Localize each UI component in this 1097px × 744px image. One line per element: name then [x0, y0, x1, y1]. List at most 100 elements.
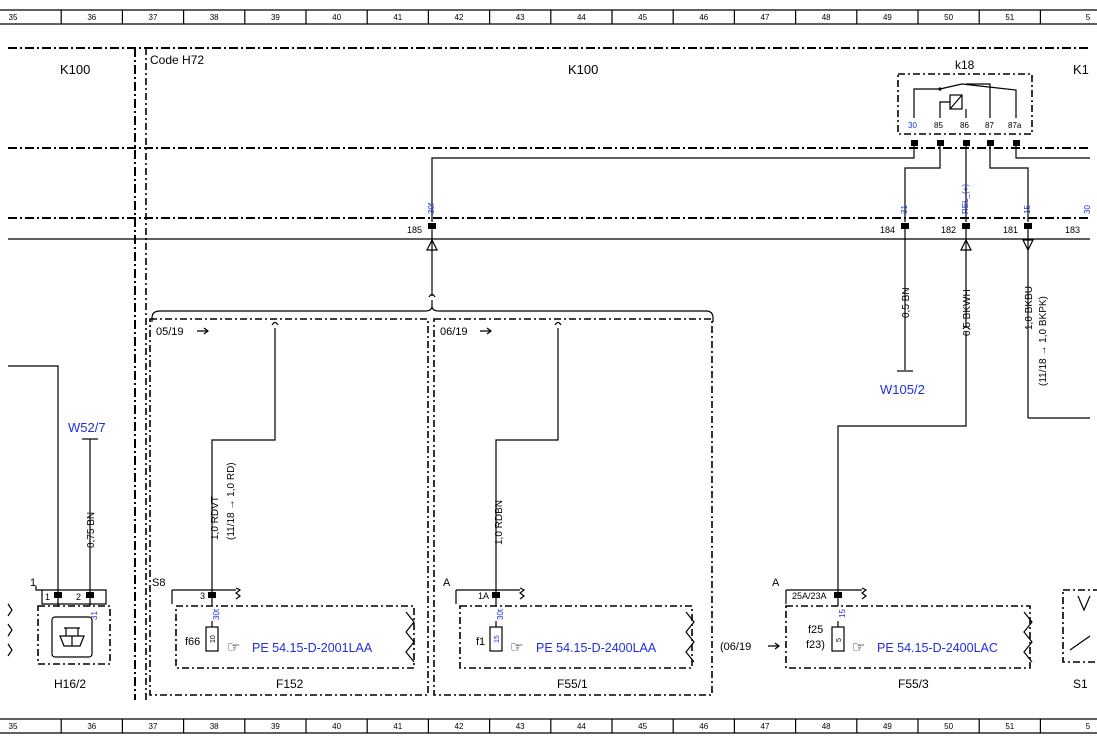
- column-number: 51: [1005, 13, 1014, 22]
- reference-hand-icon: ☞: [852, 639, 865, 656]
- relay-pin-87: 87: [985, 121, 994, 130]
- column-number: 41: [393, 13, 402, 22]
- variant-label-0619: 06/19: [440, 326, 468, 338]
- module-f551[interactable]: A 1A 30t 15 f1 ☞ PE 54.15-D-2400LAA F55/…: [443, 577, 695, 691]
- f553-reference-link[interactable]: PE 54.15-D-2400LAC: [877, 641, 998, 655]
- wire-181-bkbu: 1,0 BKBU (11/18 → 1,0 BKPK): [1022, 229, 1090, 419]
- module-f553[interactable]: (06/19 A 25A/23A 15 5 f25 f23) ☞ PE 54.1…: [720, 577, 1033, 691]
- column-number: 42: [455, 722, 464, 731]
- f551-name: F55/1: [557, 677, 588, 691]
- relay-pin-85: 85: [934, 121, 943, 130]
- relay-k18: k18 30 85 86 87 87a: [897, 58, 1033, 146]
- connector-terminals: 30f 31 REL_(+) 15 30 185 184 182 181 183: [407, 184, 1092, 235]
- relay-name: k18: [955, 58, 975, 72]
- column-number: 51: [1005, 722, 1014, 731]
- terminal-30f: 30f: [427, 202, 436, 214]
- terminal-rel: REL_(+): [961, 184, 970, 214]
- column-number: 46: [699, 13, 708, 22]
- f553-terminal: 15: [838, 609, 847, 618]
- column-number: 43: [516, 722, 525, 731]
- pin-181: 181: [1003, 225, 1018, 235]
- region-label-k100-left: K100: [60, 62, 90, 77]
- wire-label-bn-075: 0,75 BN: [86, 512, 97, 548]
- terminal-edge: 30: [1083, 205, 1092, 214]
- wire-h16-left: W52/7 0,75 BN: [7, 365, 106, 657]
- h16-terminal: 31: [90, 611, 99, 620]
- ground-w105[interactable]: W105/2: [880, 382, 925, 397]
- wire-label-bkpk-alt: (11/18 → 1,0 BKPK): [1038, 296, 1049, 386]
- f551-frame-label: A: [443, 577, 451, 589]
- region-label-k100-main: K100: [568, 62, 598, 77]
- f553-fuse-label-b: f23): [806, 639, 825, 651]
- column-number: 36: [87, 13, 96, 22]
- reference-hand-icon: ☞: [510, 639, 523, 656]
- column-number: 46: [699, 722, 708, 731]
- f551-terminal: 30t: [496, 608, 505, 620]
- column-number: 40: [332, 722, 341, 731]
- f553-frame-label: A: [772, 577, 780, 589]
- f152-fuse-label: f66: [185, 636, 200, 648]
- frame-0619: [433, 318, 713, 696]
- module-h16[interactable]: 1 1 2 31 H16/2: [30, 577, 111, 691]
- wire-label-bn-05: 0,5 BN: [901, 287, 912, 318]
- column-number: 37: [149, 13, 158, 22]
- column-number: 39: [271, 13, 280, 22]
- column-number: 40: [332, 13, 341, 22]
- f553-fuse-value: 5: [836, 638, 843, 642]
- column-number: 47: [761, 13, 770, 22]
- f551-pin: 1A: [478, 591, 489, 601]
- module-f152[interactable]: S8 3 30t 10 f66 ☞ PE 54.15-D-2001LAA F15…: [152, 577, 415, 691]
- region-label-k1-right: K1: [1073, 62, 1089, 77]
- column-number: 42: [455, 13, 464, 22]
- column-number: 44: [577, 13, 586, 22]
- pin-182: 182: [941, 225, 956, 235]
- variant-label-0619-f553: (06/19: [720, 641, 751, 653]
- column-number: 50: [944, 722, 953, 731]
- h16-frame-label: 1: [30, 577, 36, 589]
- column-number: 38: [210, 722, 219, 731]
- f551-fuse-label: f1: [476, 636, 485, 648]
- wire-f551-rdbn: 1,0 RDBN: [494, 321, 562, 592]
- f152-reference-link[interactable]: PE 54.15-D-2001LAA: [252, 641, 373, 655]
- column-number: 47: [761, 722, 770, 731]
- column-number: 37: [149, 722, 158, 731]
- f551-fuse-value: 15: [494, 635, 501, 643]
- pin-185: 185: [407, 225, 422, 235]
- f553-pin: 25A/23A: [792, 591, 827, 601]
- column-number: 41: [393, 722, 402, 731]
- f152-terminal: 30t: [212, 608, 221, 620]
- variant-label-0519: 05/19: [156, 326, 184, 338]
- ground-w52[interactable]: W52/7: [68, 420, 106, 435]
- wire-label-rdvt-10: 1,0 RDVT: [210, 496, 221, 540]
- wire-label-rdbn-10: 1,0 RDBN: [494, 500, 505, 545]
- f152-pin: 3: [200, 591, 205, 601]
- wire-label-bkbu-10: 1,0 BKBU: [1024, 286, 1035, 330]
- horn-icon: [51, 616, 93, 658]
- pin-184: 184: [880, 225, 895, 235]
- f553-name: F55/3: [898, 677, 929, 691]
- module-s1[interactable]: S1: [1062, 589, 1097, 691]
- f152-name: F152: [276, 677, 304, 691]
- column-number: 5: [1086, 722, 1091, 731]
- f553-fuse-label-a: f25: [808, 624, 823, 636]
- h16-name: H16/2: [54, 677, 86, 691]
- column-number: 44: [577, 722, 586, 731]
- column-number: 49: [883, 13, 892, 22]
- column-number: 45: [638, 13, 647, 22]
- column-number: 35: [9, 722, 18, 731]
- code-label: Code H72: [150, 53, 204, 67]
- column-number: 49: [883, 722, 892, 731]
- f152-fuse-value: 10: [210, 635, 217, 643]
- pin-183: 183: [1065, 225, 1080, 235]
- column-number: 36: [87, 722, 96, 731]
- relay-pin-86: 86: [960, 121, 969, 130]
- f551-reference-link[interactable]: PE 54.15-D-2400LAA: [536, 641, 657, 655]
- column-number: 48: [822, 13, 831, 22]
- column-number: 5: [1086, 13, 1091, 22]
- wire-182-bkwh: 0,5 BKWH: [837, 229, 973, 592]
- column-number: 43: [516, 13, 525, 22]
- column-number: 39: [271, 722, 280, 731]
